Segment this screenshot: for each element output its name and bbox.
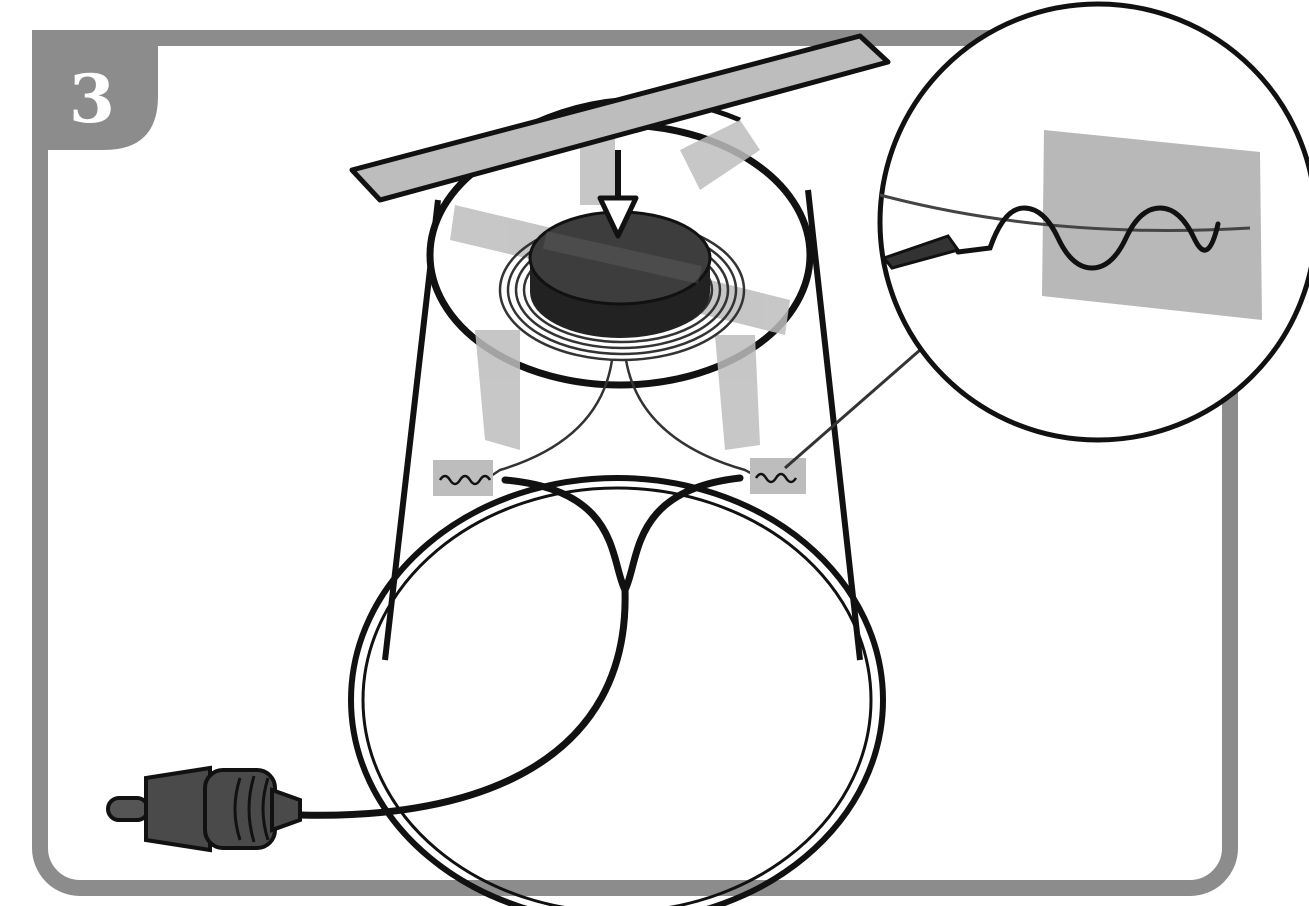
coil-leads: [487, 359, 761, 480]
zoom-pointer: [784, 348, 921, 470]
down-arrow-icon: [597, 150, 639, 239]
right-terminal: [750, 458, 806, 494]
magnet-disc-icon: [528, 210, 712, 338]
audio-cable: [296, 474, 744, 819]
left-terminal: [433, 460, 493, 496]
step-badge: 3: [32, 30, 158, 150]
step-number: 3: [69, 60, 115, 138]
audio-plug-icon: [106, 765, 302, 853]
tape-bar: [349, 33, 891, 203]
zoom-circle-icon: [877, 1, 1309, 443]
panel-frame: [32, 30, 1238, 896]
